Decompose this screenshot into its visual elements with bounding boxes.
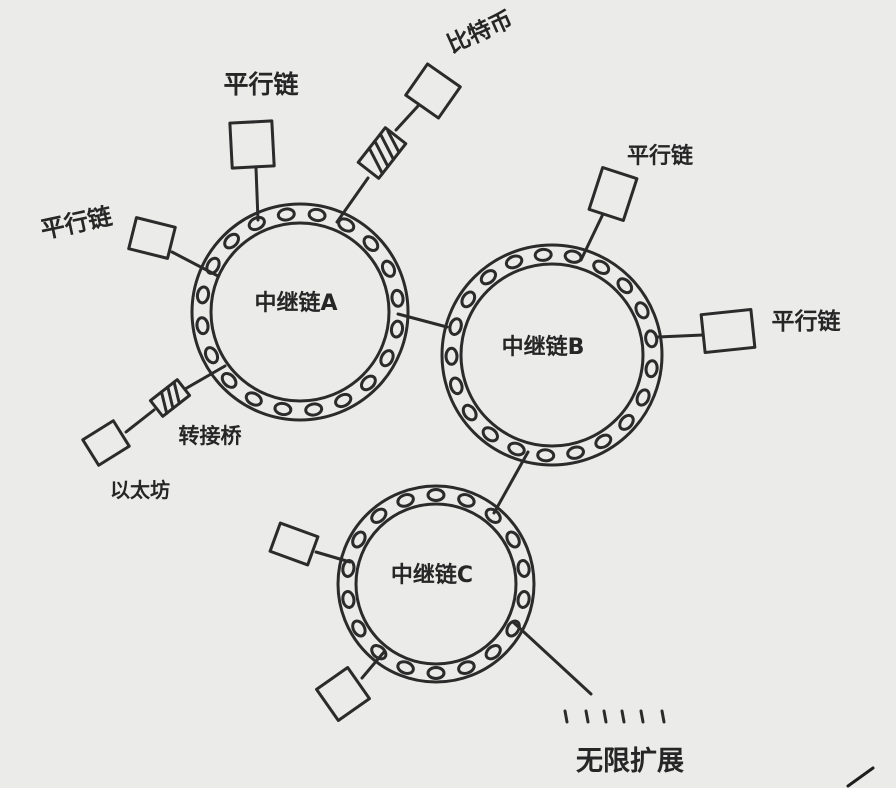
relay-chain-c-slots	[341, 488, 531, 680]
relay-chain-a-slot	[223, 232, 241, 250]
relay-chain-a-outer-ring	[190, 202, 410, 422]
relay-chain-c-slot	[516, 590, 531, 609]
relay-chain-b-slot	[644, 329, 659, 349]
link-a-b	[396, 312, 449, 329]
relay-chain-a-inner-ring	[209, 221, 391, 403]
relay-chain-a-slot	[273, 401, 293, 417]
relay-chain-b-slot	[616, 277, 634, 295]
bitcoin-node: 比特币	[335, 7, 517, 224]
relay-chain-a-slot	[247, 215, 266, 232]
parallel-chain-b-top-label: 平行链	[627, 143, 693, 169]
relay-chain-b-slot	[566, 445, 585, 460]
relay-chain-b-slot	[449, 376, 464, 396]
relay-chain-b-slot	[533, 247, 553, 262]
parallel-chain-c-left-node	[268, 521, 352, 567]
relay-chain-b-slot	[448, 317, 463, 336]
relay-chain-c-slot	[516, 559, 531, 578]
relay-chain-b: 中继链B	[440, 243, 664, 467]
relay-chain-c-slot	[484, 507, 502, 524]
relay-chain-b-slot	[635, 388, 651, 407]
relay-chain-b-inner-ring	[459, 262, 645, 448]
relay-chain-b-slot	[460, 290, 477, 309]
parallel-chain-left-label: 平行链	[38, 202, 115, 245]
relay-chain-c-inner-ring	[354, 502, 518, 666]
relay-chain-c-slot	[426, 666, 446, 680]
relay-chain-c-slot	[351, 530, 367, 549]
relay-chain-a-slot	[307, 207, 327, 223]
relay-chain-c-label: 中继链C	[391, 562, 473, 588]
relay-chain-a-slot	[220, 371, 238, 389]
relay-chain-b-slot	[618, 413, 635, 431]
relay-chain-b-outer-ring	[440, 243, 664, 467]
relay-chain-a-label: 中继链A	[254, 290, 337, 316]
relay-chain-a-slot	[359, 374, 377, 392]
relay-chain-a-slot	[362, 235, 380, 253]
parallel-chain-left-node: 平行链	[38, 202, 220, 278]
relay-chain-a-slot	[276, 207, 296, 222]
bridge-to-ethereum	[148, 378, 192, 418]
parallel-chain-top-label: 平行链	[223, 70, 298, 99]
relay-chain-a-slot	[390, 288, 405, 308]
relay-chain-b-slot	[507, 441, 526, 457]
parallel-chain-b-right-label: 平行链	[772, 308, 841, 335]
relay-chain-c-slot	[370, 507, 388, 524]
relay-chain-c-slot	[396, 660, 415, 675]
relay-chain-c-slot	[505, 619, 521, 638]
relay-chain-b-slot	[444, 346, 459, 366]
ethereum-node: 转接桥 以太坊	[81, 364, 243, 502]
relay-chain-a: 中继链A	[190, 202, 410, 422]
parallel-chain-b-top-node: 平行链	[579, 143, 693, 262]
relay-chain-b-slot	[592, 259, 611, 275]
relay-chain-c-slot	[505, 530, 521, 549]
relay-chain-b-slot	[504, 254, 524, 270]
relay-chain-a-slot	[379, 349, 395, 368]
relay-chain-b-slots	[444, 247, 659, 463]
pen-mark	[846, 766, 875, 788]
relay-chain-a-slot	[195, 316, 210, 336]
relay-chain-b-slot	[634, 301, 650, 320]
parallel-chain-b-right-node: 平行链	[656, 307, 841, 355]
relay-chain-a-slot	[195, 285, 211, 305]
relay-chain-b-label: 中继链B	[502, 334, 585, 360]
relay-chain-b-slot	[536, 448, 556, 463]
relay-chain-c-slot	[341, 590, 356, 609]
relay-chain-b-slot	[481, 426, 499, 443]
expansion-dash-marks	[563, 709, 666, 724]
relay-chain-c: 中继链C	[336, 484, 536, 684]
relay-chain-c-slot	[396, 493, 415, 508]
parallel-chain-top-node: 平行链	[223, 70, 299, 222]
relay-chain-a-slot	[389, 319, 405, 339]
relay-chain-a-slot	[334, 392, 353, 409]
relay-chain-b-slot	[479, 269, 498, 286]
relay-chain-b-slot	[594, 433, 613, 450]
relay-chain-c-slot	[484, 644, 502, 661]
relay-chain-a-slot	[244, 391, 263, 407]
relay-chain-b-slot	[563, 249, 583, 264]
relay-chain-c-slot	[457, 493, 476, 508]
parallel-chain-c-bottom-node	[315, 650, 386, 722]
relay-chain-c-slot	[426, 488, 446, 502]
relay-chain-c-slot	[351, 619, 367, 638]
relay-chain-c-slot	[457, 660, 476, 675]
relay-chain-a-slot	[304, 402, 324, 417]
infinite-expansion-branch: 无限扩展	[511, 620, 684, 777]
ethereum-label: 以太坊	[110, 478, 170, 502]
infinite-expansion-label: 无限扩展	[576, 746, 684, 777]
bitcoin-label: 比特币	[443, 7, 517, 59]
relay-chain-c-slot	[370, 644, 388, 661]
relay-chain-c-outer-ring	[336, 484, 536, 684]
bridge-to-bitcoin	[356, 126, 408, 180]
relay-chain-a-slot	[203, 346, 220, 365]
relay-chain-b-slot	[461, 403, 478, 422]
relay-chain-a-slot	[380, 259, 397, 278]
relay-chain-b-slot	[644, 359, 659, 379]
bridge-label: 转接桥	[179, 424, 243, 448]
